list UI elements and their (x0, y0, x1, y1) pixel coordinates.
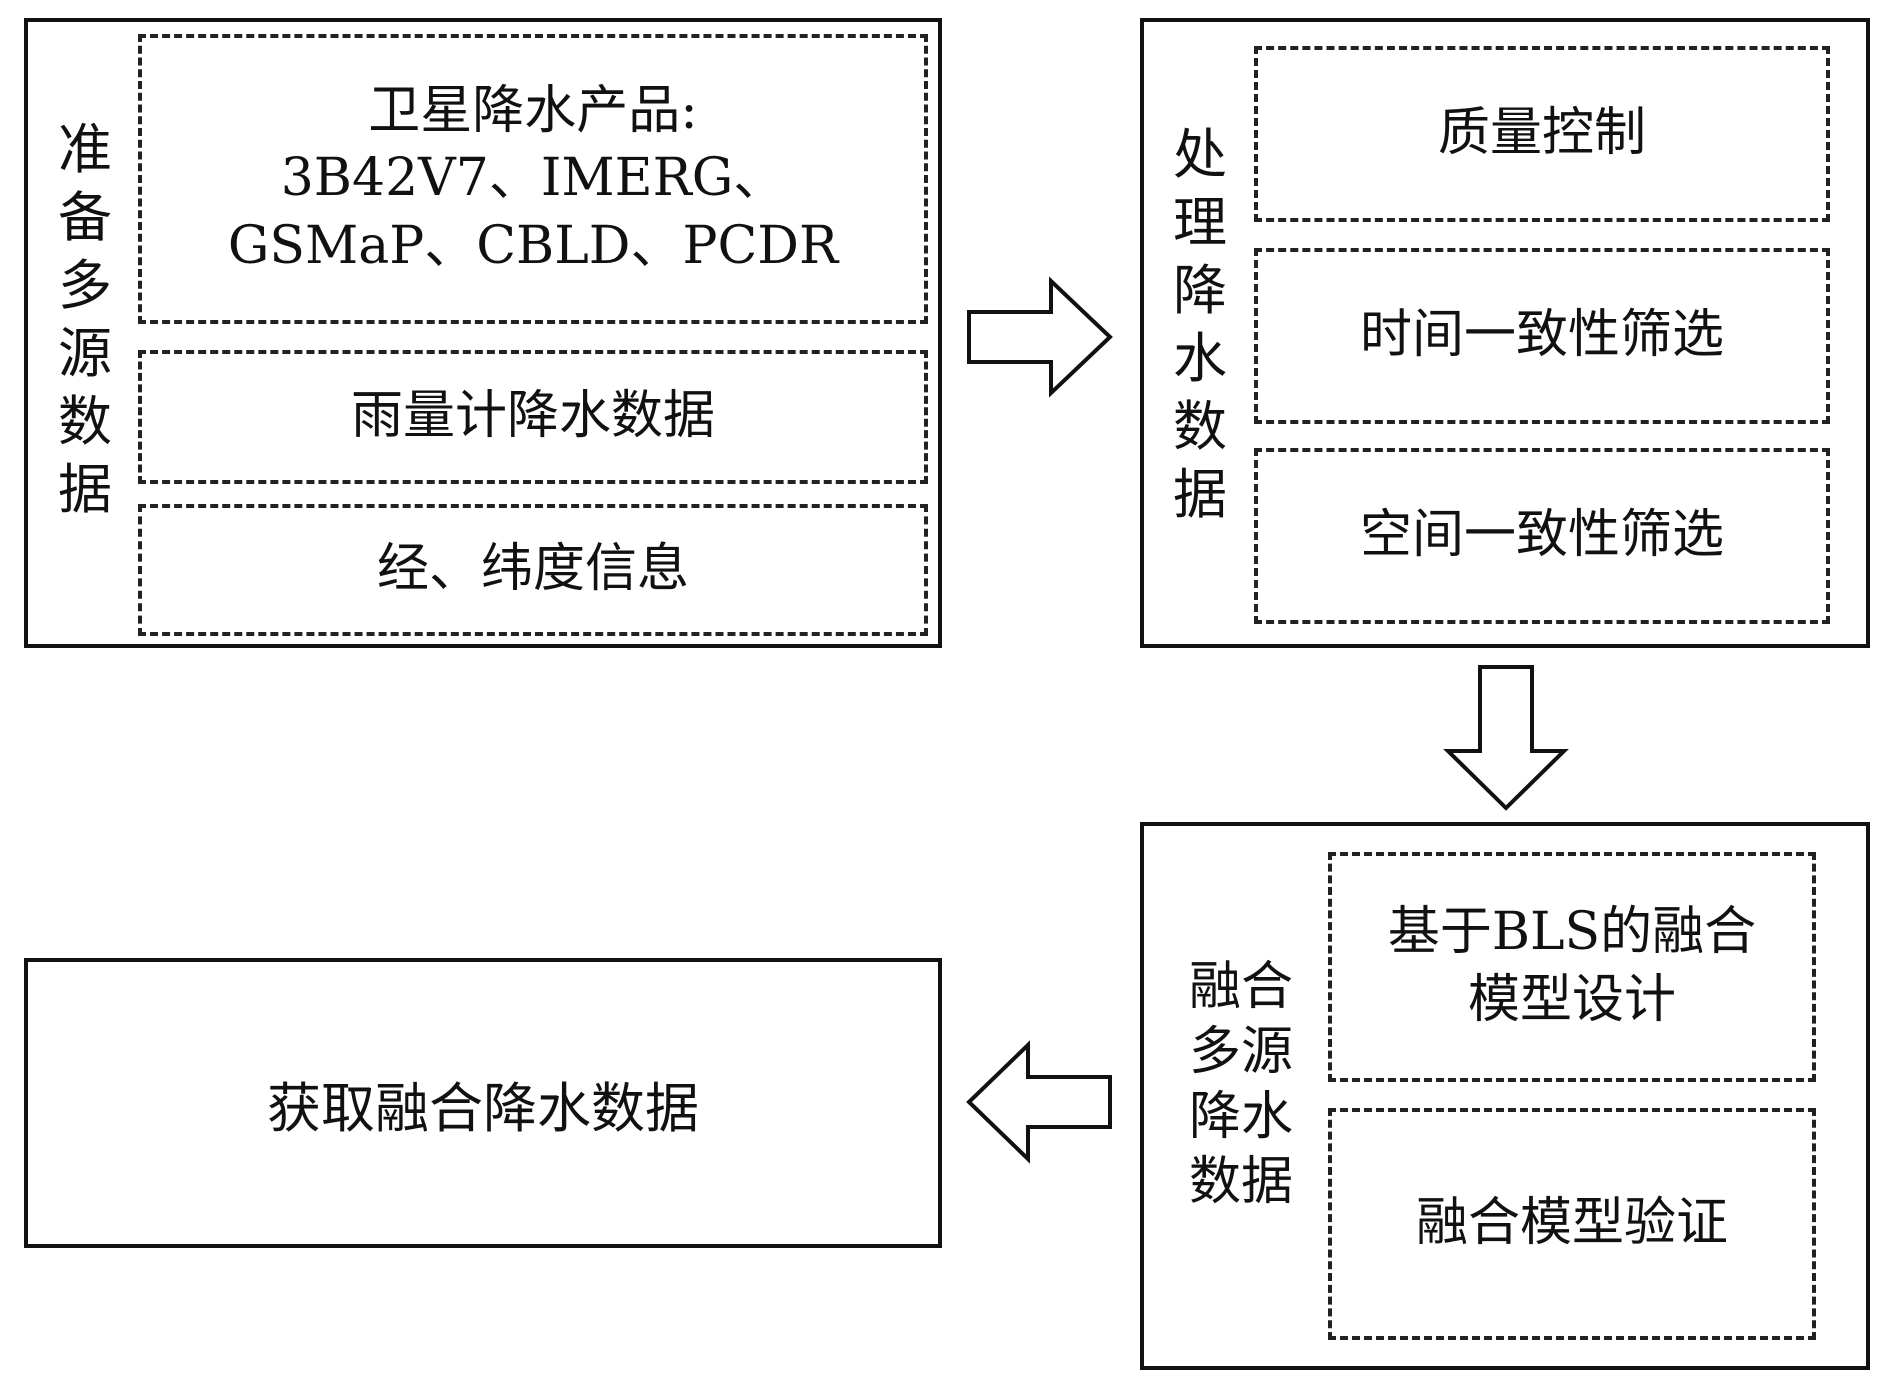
prepare-data-label-char-2: 多 (58, 253, 112, 317)
prepare-data-label-char-4: 数 (58, 390, 112, 454)
fuse-label-line3: 降水 (1188, 1087, 1293, 1147)
temporal-consistency-box: 时间一致性筛选 (1254, 248, 1830, 424)
process-data-label-char-0: 处 (1173, 122, 1227, 186)
quality-control-box: 质量控制 (1254, 46, 1830, 222)
gauge-data-box: 雨量计降水数据 (138, 350, 928, 484)
prepare-data-box (24, 18, 942, 648)
process-data-label: 处理降水数据 (1150, 120, 1250, 530)
arrow-right-icon (967, 276, 1113, 398)
prepare-data-label-char-5: 据 (58, 458, 112, 522)
process-data-label-char-1: 理 (1173, 190, 1227, 254)
model-validation-box: 融合模型验证 (1328, 1108, 1816, 1340)
satellite-products-line1: 3B42V7、IMERG、 (280, 148, 786, 209)
arrow-left-icon (966, 1040, 1112, 1164)
prepare-data-label-char-1: 备 (58, 185, 112, 249)
fuse-label-line2: 多源 (1188, 1022, 1293, 1082)
process-data-label-char-3: 水 (1173, 327, 1227, 390)
bls-model-line2: 模型设计 (1467, 970, 1676, 1030)
satellite-products-line2: GSMaP、CBLD、PCDR (227, 215, 839, 276)
latlon-info-box: 经、纬度信息 (138, 504, 928, 636)
quality-control-text: 质量控制 (1437, 103, 1646, 164)
process-data-box (1140, 18, 1870, 648)
process-data-label-char-4: 数 (1173, 395, 1227, 459)
fuse-label-line1: 融合 (1188, 957, 1293, 1017)
result-box (24, 958, 942, 1248)
bls-model-line1: 基于BLS的融合 (1387, 902, 1757, 963)
temporal-consistency-text: 时间一致性筛选 (1359, 305, 1724, 366)
result-text: 获取融合降水数据 (267, 1076, 699, 1140)
gauge-data-text: 雨量计降水数据 (350, 386, 715, 447)
fuse-label-line4: 数据 (1188, 1152, 1293, 1212)
spatial-consistency-box: 空间一致性筛选 (1254, 448, 1830, 624)
model-validation-text: 融合模型验证 (1415, 1193, 1728, 1254)
prepare-data-label: 准备多源数据 (40, 110, 130, 530)
fuse-data-box (1140, 822, 1870, 1370)
prepare-data-label-char-3: 源 (58, 322, 112, 385)
fuse-data-label: 融合 多源 降水 数据 (1156, 940, 1326, 1230)
satellite-products-title: 卫星降水产品: (368, 80, 698, 141)
spatial-consistency-text: 空间一致性筛选 (1359, 505, 1724, 566)
satellite-products-box: 卫星降水产品: 3B42V7、IMERG、 GSMaP、CBLD、PCDR (138, 34, 928, 324)
process-data-label-char-5: 据 (1173, 463, 1227, 527)
prepare-data-label-char-0: 准 (58, 117, 112, 181)
latlon-info-text: 经、纬度信息 (376, 539, 689, 600)
arrow-down-icon (1443, 665, 1569, 811)
bls-model-design-box: 基于BLS的融合 模型设计 (1328, 852, 1816, 1082)
process-data-label-char-2: 降 (1173, 258, 1227, 322)
